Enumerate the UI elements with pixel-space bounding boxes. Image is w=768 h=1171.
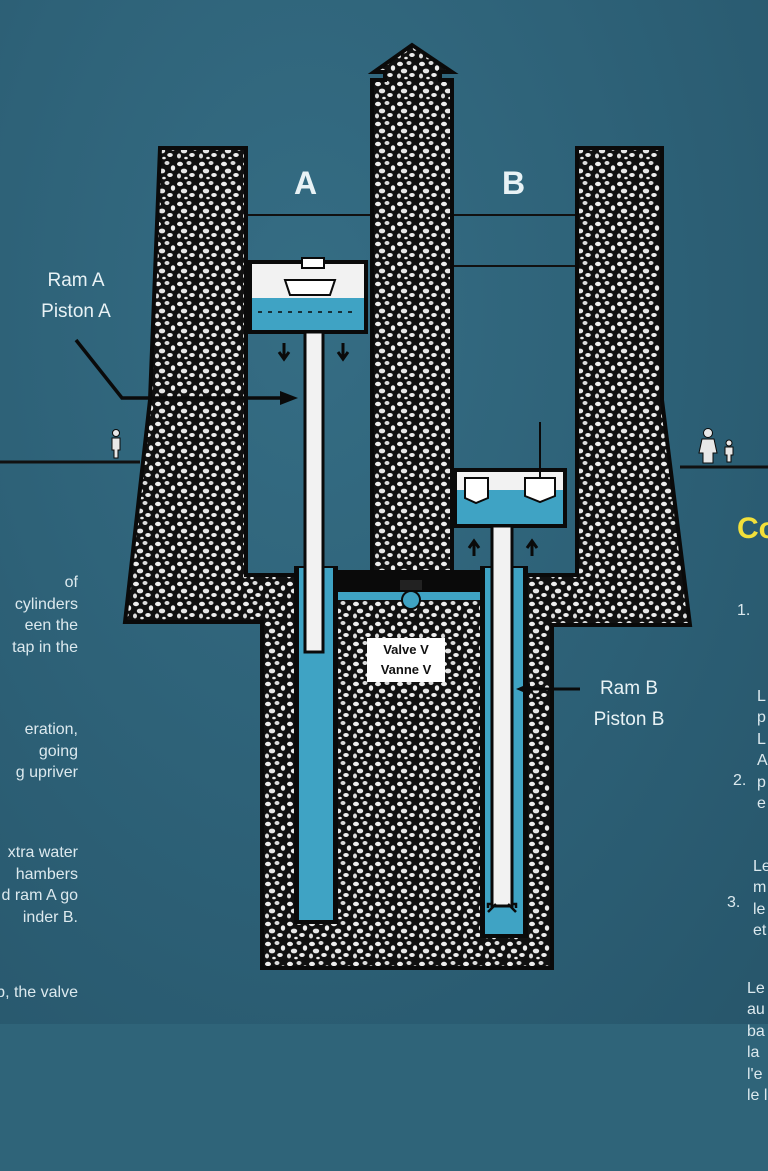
text-line: hambers [15,865,78,883]
text-line: l'e [747,1065,763,1083]
lock-masonry [122,42,693,970]
lock-ram-diagram [0,42,768,970]
arrow-up-icon [467,538,539,556]
text-line: p [757,773,766,791]
text-line: xtra water [7,844,78,861]
text-line: een the [24,617,78,634]
text-line: e [757,795,766,812]
ram-b-fr: Piston B [593,709,665,730]
right-item-2: 2. Le m le et [733,748,768,1006]
text-line: going [38,742,78,760]
ram-b-label: Ram B Piston B [582,673,676,735]
text-line: p, the valve [0,984,78,1001]
text-line: eration, [24,721,78,738]
ram-a-en: Ram A [47,270,105,291]
ram-a-pointer [74,338,290,400]
text-line: le l [747,1087,768,1104]
ram-b-en: Ram B [599,678,659,699]
text-line: Le [753,857,768,875]
text-line: of [64,574,78,591]
text-line: le [753,900,766,918]
text-line: et [753,922,767,939]
ram-a-fr: Piston A [41,301,111,322]
text-line: A [757,752,768,769]
valve-label: Valve V Vanne V [367,638,445,682]
text-line: L [757,730,766,748]
valve-v-icon [401,590,421,610]
left-paragraph-3: xtra water hambers d ram A go inder B. [2,842,79,928]
left-paragraph-2: eration, going g upriver [16,719,78,784]
text-line: Le [747,979,765,997]
text-line: d ram A go [1,887,79,904]
text-line: tap in the [12,638,78,656]
ram-a-label: Ram A Piston A [28,265,124,327]
valve-fr: Vanne V [380,662,432,677]
left-paragraph-4: p, the valve [0,982,78,1004]
person-icon [111,428,734,464]
chamber-b-label: B [502,165,526,201]
ram-b-piston [453,422,567,913]
left-paragraph-1: of cylinders een the tap in the [12,572,78,658]
text-line: g upriver [15,764,78,781]
right-heading: Co [737,512,768,545]
valve-en: Valve V [383,642,429,657]
arrow-down-icon [277,343,350,362]
text-line: L [757,687,766,705]
text-line: la [747,1044,760,1061]
ram-a-piston [248,257,368,654]
item-number: 2. [733,771,747,789]
item-number: 3. [727,893,741,911]
item-number: 1. [737,601,751,619]
text-line: m [753,879,767,896]
text-line: p [757,709,766,726]
chamber-a-label: A [294,165,318,201]
text-line: au [747,1001,765,1018]
text-line: cylinders [14,595,78,613]
text-line: inder B. [22,908,78,926]
